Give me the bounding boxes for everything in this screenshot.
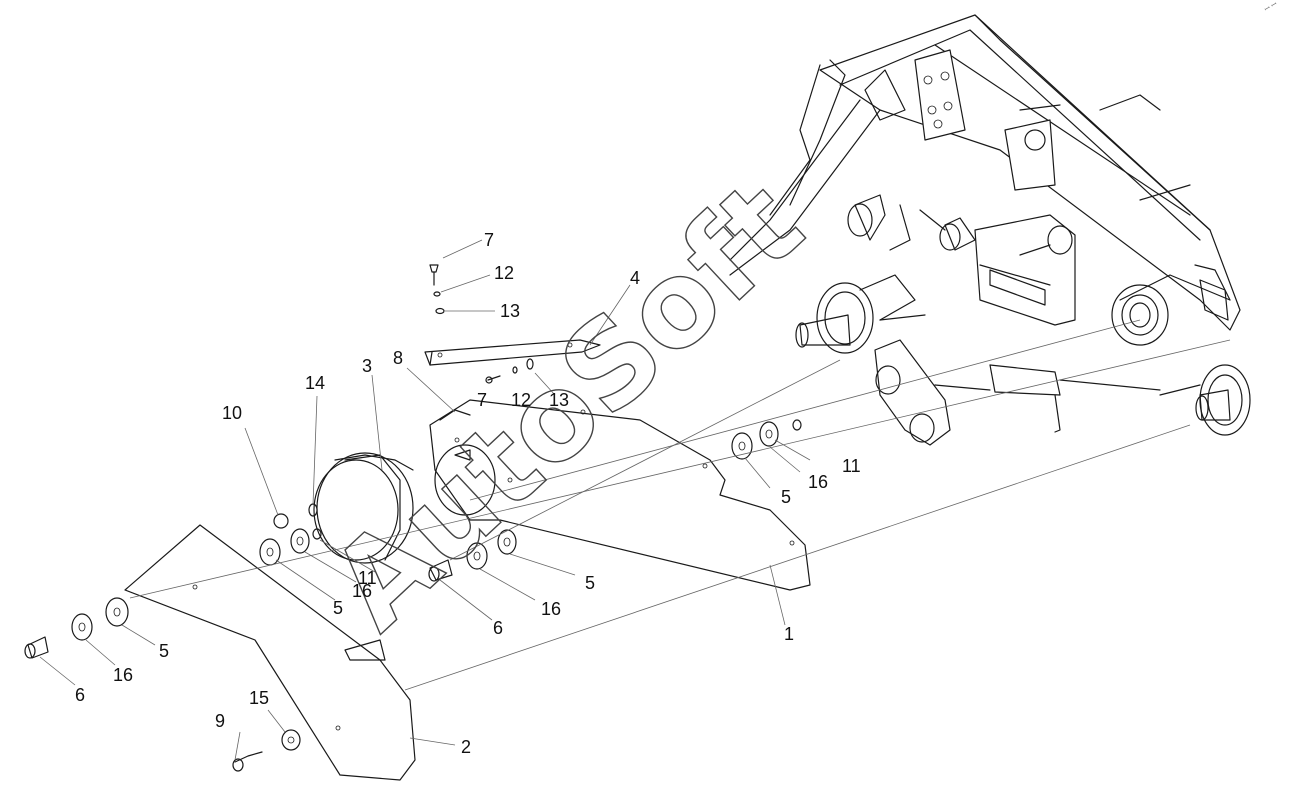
lower-right-sprocket xyxy=(1159,364,1251,436)
callout-5: 5 xyxy=(585,573,595,593)
callout-13: 13 xyxy=(549,390,569,410)
callout-5: 5 xyxy=(159,641,169,661)
callout-2: 2 xyxy=(461,737,471,757)
callout-4: 4 xyxy=(630,268,640,288)
callout-10: 10 xyxy=(222,403,242,423)
callout-8: 8 xyxy=(393,348,403,368)
leader-lines xyxy=(39,239,1231,761)
frame-assembly xyxy=(729,14,1241,346)
callout-5: 5 xyxy=(781,487,791,507)
callout-16: 16 xyxy=(113,665,133,685)
fasteners xyxy=(24,264,802,772)
callout-14: 14 xyxy=(305,373,325,393)
part-2-lower-guard xyxy=(124,524,416,781)
callout-6: 6 xyxy=(493,618,503,638)
link-arm xyxy=(874,339,1161,446)
callout-16: 16 xyxy=(541,599,561,619)
part-1-guard-plate xyxy=(429,399,811,591)
callout-7: 7 xyxy=(477,390,487,410)
callout-15: 15 xyxy=(249,688,269,708)
part-4-bracket xyxy=(424,339,601,366)
callout-11: 11 xyxy=(842,456,861,476)
callout-12: 12 xyxy=(511,390,531,410)
callout-5: 5 xyxy=(333,598,343,618)
callout-9: 9 xyxy=(215,711,225,731)
callout-11: 11 xyxy=(358,568,377,588)
callout-16: 16 xyxy=(808,472,828,492)
corner-mark: ꟷ ꟷ xyxy=(1264,1,1279,14)
callout-3: 3 xyxy=(362,356,372,376)
callout-13: 13 xyxy=(500,301,520,321)
upper-sprocket xyxy=(795,274,926,354)
callout-labels: 7 12 13 4 3 8 14 10 7 12 13 11 16 5 5 16… xyxy=(75,230,861,757)
callout-16: 16 xyxy=(352,581,372,601)
callout-1: 1 xyxy=(784,624,794,644)
callout-7: 7 xyxy=(484,230,494,250)
callout-12: 12 xyxy=(494,263,514,283)
callout-6: 6 xyxy=(75,685,85,705)
